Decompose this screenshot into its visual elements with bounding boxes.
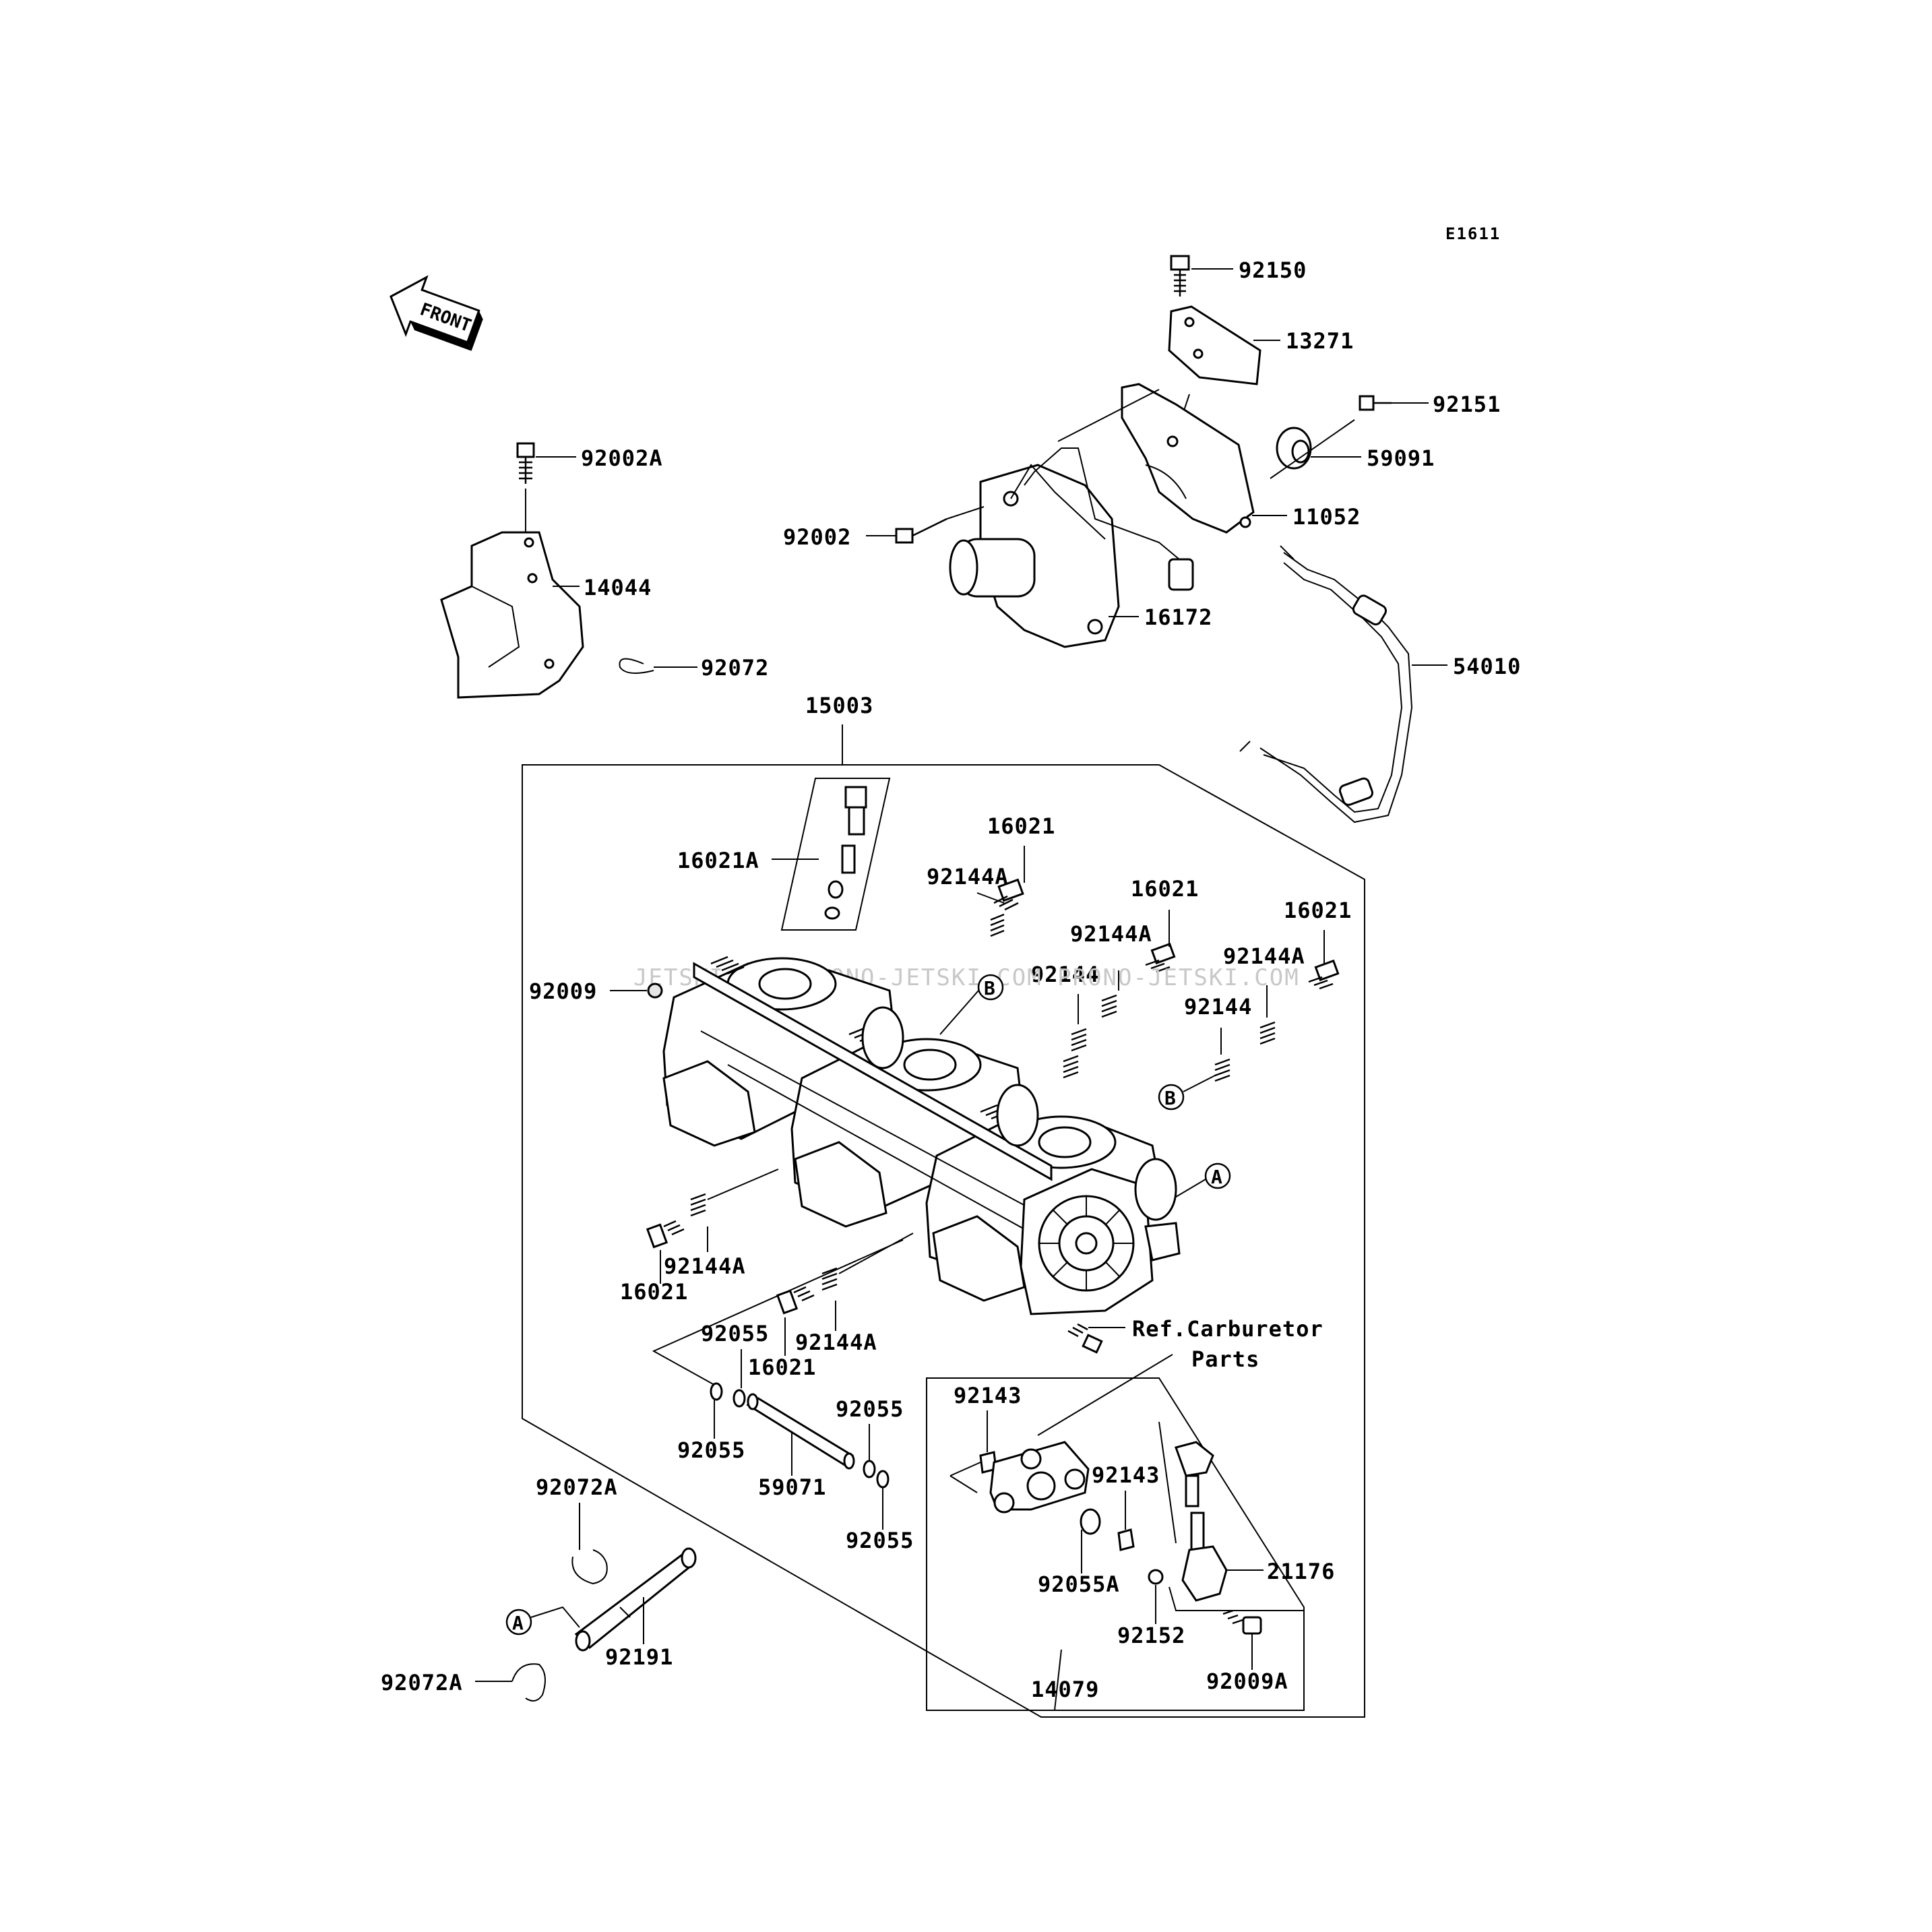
o-ring-92055-c [863,1460,876,1478]
label-92009: 92009 [529,978,597,1004]
label-21176: 21176 [1267,1559,1335,1584]
label-15003: 15003 [805,693,873,718]
grommet-59091 [1276,427,1312,470]
callout-b-right: B [1158,1084,1185,1111]
label-59091: 59091 [1367,445,1435,471]
svg-text:B: B [984,977,995,999]
callout-b-top: B [977,974,1004,1001]
label-16021-2: 16021 [1131,876,1199,902]
label-92055A: 92055A [1038,1571,1120,1597]
servo-motor-16172 [949,464,1194,648]
sensor-bracket [989,1441,1090,1514]
ref-note-line1: Ref.Carburetor [1132,1316,1323,1342]
label-16021-3: 16021 [1284,898,1352,923]
label-92191: 92191 [605,1644,673,1670]
spring-92144-2 [1214,1058,1230,1082]
label-92144A-2: 92144A [1070,921,1152,947]
svg-text:A: A [512,1612,524,1634]
bracket-11052 [1121,383,1255,534]
screw-set-frame [780,778,891,931]
spring-92144A-1 [990,913,1005,937]
bolt-92150 [1170,255,1190,297]
label-92144A-4: 92144A [664,1253,746,1279]
sensor-subassembly-frame [926,1377,1305,1711]
label-92072A-1: 92072A [536,1474,618,1500]
label-92144A-5: 92144A [795,1330,877,1355]
label-92055-1: 92055 [701,1321,769,1346]
label-92055-3: 92055 [836,1396,904,1422]
bolt-92002 [895,518,947,544]
spring-92144-3 [1063,1055,1079,1079]
clip-92072A-1 [571,1549,608,1585]
throttle-cable-54010 [1239,545,1413,823]
label-92072: 92072 [701,655,769,681]
screw-16021-1 [993,878,1024,911]
pipe-59071 [746,1393,855,1470]
label-14079: 14079 [1031,1677,1099,1702]
label-92055-4: 92055 [846,1528,914,1553]
label-16172: 16172 [1144,604,1212,630]
callout-a-main: A [1204,1162,1231,1189]
label-59071: 59071 [758,1474,826,1500]
clip-92143-b [1117,1528,1135,1551]
bolt-92151 [1359,395,1392,411]
label-11052: 11052 [1292,504,1361,530]
ref-note-line2: Parts [1191,1346,1259,1372]
label-14044: 14044 [584,575,652,600]
svg-text:B: B [1164,1087,1176,1109]
label-92144A-1: 92144A [927,864,1009,890]
sensor-21176 [1175,1441,1228,1602]
o-ring-92055-a [710,1382,723,1401]
screw-ref [1067,1323,1103,1354]
label-92150: 92150 [1239,257,1307,283]
spring-92144A-5 [821,1267,838,1291]
label-92072A-2: 92072A [381,1670,463,1695]
label-92144-2: 92144 [1184,994,1252,1020]
screw-16021-3 [1308,959,1340,990]
bracket-14044 [440,531,584,699]
spring-92144A-2 [1101,994,1117,1018]
label-92144A-3: 92144A [1223,943,1305,969]
carburetor-assembly-frame [522,764,1365,1718]
label-92143-1: 92143 [954,1383,1022,1408]
label-54010: 54010 [1453,654,1521,679]
label-92151: 92151 [1433,392,1501,417]
svg-text:A: A [1211,1166,1222,1188]
o-ring-92055-d [876,1470,890,1489]
bolt-92002A [516,442,535,484]
hose-92191 [574,1547,697,1652]
callout-a-hose: A [505,1609,532,1635]
screw-16021-4 [646,1220,685,1249]
label-16021A: 16021A [677,848,759,873]
screw-16021-2 [1145,942,1176,973]
label-92152: 92152 [1117,1623,1185,1648]
bolt-92009 [647,983,663,999]
spring-92144-1 [1071,1028,1087,1052]
label-92002A: 92002A [581,445,663,471]
label-92009A: 92009A [1206,1669,1288,1694]
clip-92072A-2 [511,1663,546,1702]
label-13271: 13271 [1286,328,1354,354]
label-16021-5: 16021 [748,1354,816,1380]
spring-92144A-4 [690,1193,706,1217]
label-92002: 92002 [783,524,851,550]
plate-13271 [1168,305,1261,385]
label-92143-2: 92143 [1092,1462,1160,1488]
spring-92144A-3 [1259,1021,1276,1045]
label-16021-4: 16021 [620,1279,688,1305]
o-ring-92055-b [733,1389,746,1408]
clip-92072 [619,658,654,674]
o-ring-92055A [1080,1508,1101,1535]
label-92144-1: 92144 [1031,962,1099,987]
label-16021-1: 16021 [987,813,1055,839]
carburetor-bodies [662,956,1181,1315]
screw-set-16021A [824,786,867,920]
diagram-code: E1611 [1445,224,1501,243]
screw-16021-5 [776,1286,815,1315]
front-arrow-icon: FRONT [389,275,483,351]
nut-92152 [1148,1569,1164,1585]
label-92055-2: 92055 [677,1437,745,1463]
screw-92009A [1222,1609,1262,1635]
